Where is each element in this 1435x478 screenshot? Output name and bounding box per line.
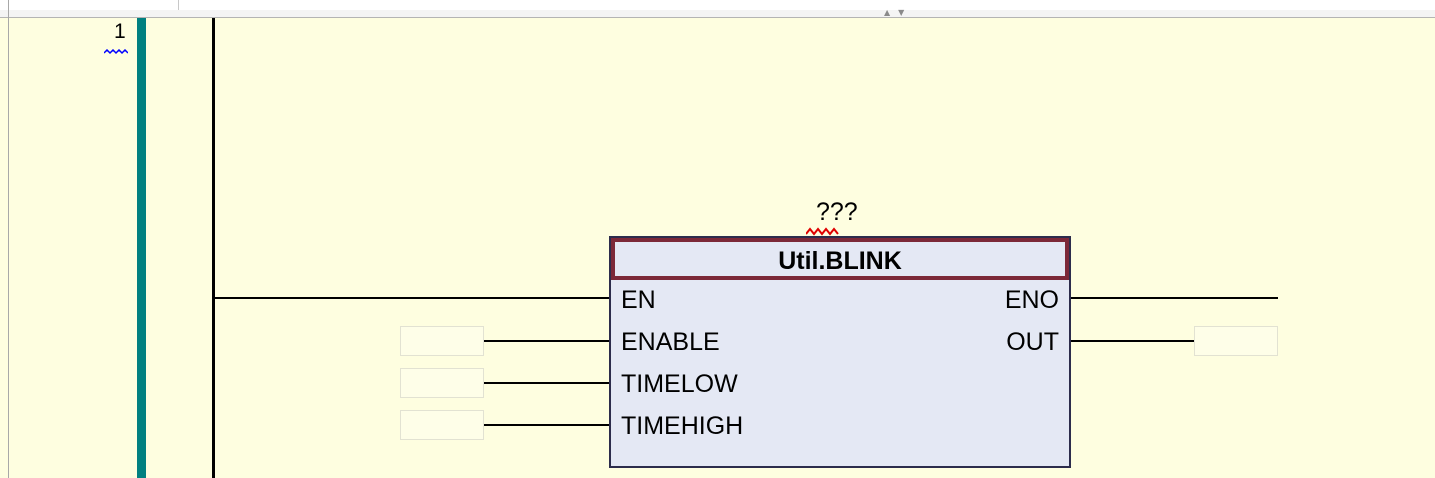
function-block[interactable]: Util.BLINK EN ENABLE TIMELOW TIMEHIGH EN… [609, 236, 1071, 468]
network-selection-rail[interactable] [137, 18, 146, 478]
timehigh-variable-box[interactable] [400, 410, 484, 440]
timehigh-wire[interactable] [484, 424, 609, 426]
timelow-wire[interactable] [484, 382, 609, 384]
eno-wire[interactable] [1071, 297, 1278, 299]
error-squiggle-icon [806, 227, 839, 236]
network-number[interactable]: 1 [114, 20, 126, 43]
enable-wire[interactable] [484, 340, 609, 342]
input-pin-timehigh[interactable]: TIMEHIGH [621, 412, 744, 440]
out-variable-box[interactable] [1194, 326, 1278, 356]
info-squiggle-icon [104, 49, 128, 55]
top-pane-divider [178, 0, 179, 10]
fb-type-name[interactable]: Util.BLINK [611, 238, 1069, 280]
enable-variable-box[interactable] [400, 326, 484, 356]
input-pin-en[interactable]: EN [621, 286, 656, 314]
fb-instance-name[interactable]: ??? [816, 198, 858, 226]
left-power-rail [212, 18, 215, 478]
splitter-arrows-icon[interactable]: ▲▼ [884, 8, 913, 17]
editor-left-border [8, 0, 9, 478]
out-wire[interactable] [1071, 340, 1194, 342]
input-pin-enable[interactable]: ENABLE [621, 328, 720, 356]
timelow-variable-box[interactable] [400, 368, 484, 398]
input-pin-timelow[interactable]: TIMELOW [621, 370, 738, 398]
output-pin-eno[interactable]: ENO [1004, 286, 1059, 314]
en-wire[interactable] [215, 297, 609, 299]
output-pin-out[interactable]: OUT [1006, 328, 1059, 356]
pane-splitter[interactable] [0, 10, 1435, 18]
